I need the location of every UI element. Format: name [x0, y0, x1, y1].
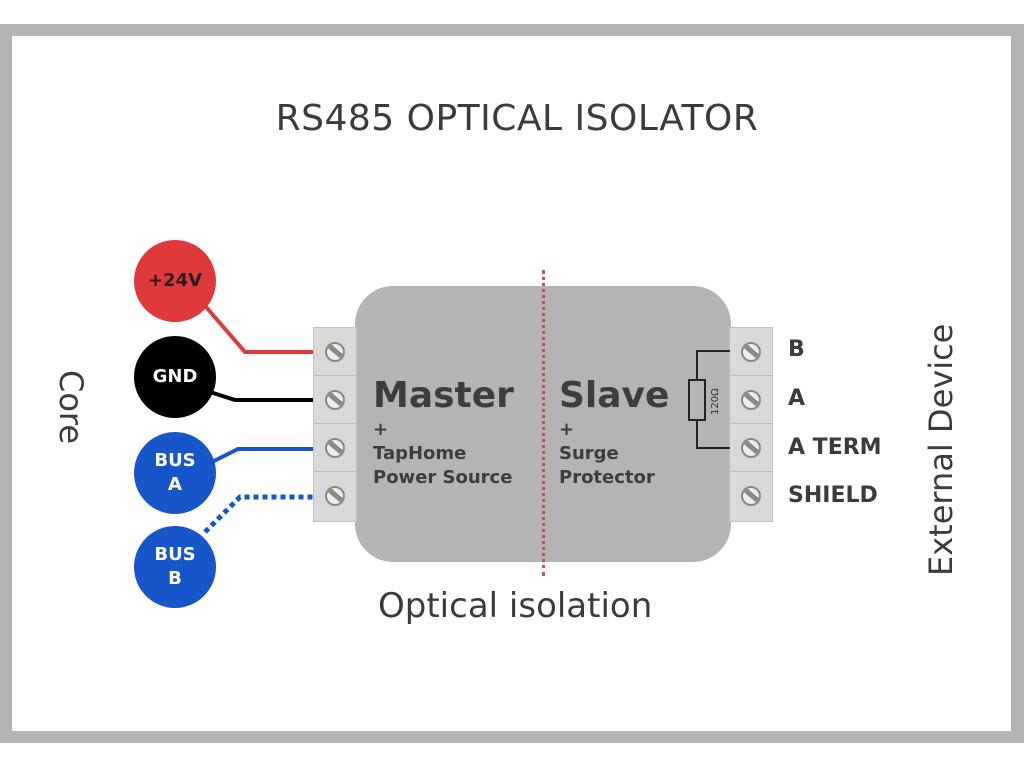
- slave-title: Slave: [559, 375, 670, 416]
- master-title: Master: [373, 375, 514, 416]
- optical-isolation-label: Optical isolation: [378, 586, 653, 626]
- ext-terminal-label: B: [788, 337, 805, 362]
- ext-terminal-label: A TERM: [788, 435, 882, 460]
- diagram-title: RS485 OPTICAL ISOLATOR: [275, 98, 759, 139]
- screw-icon: [325, 438, 345, 458]
- slave-desc: + Surge Protector: [559, 419, 655, 488]
- terminal[interactable]: [730, 376, 772, 424]
- screw-icon: [741, 486, 761, 506]
- external-device-label: External Device: [922, 323, 960, 576]
- terminal[interactable]: [314, 424, 356, 472]
- screw-icon: [741, 438, 761, 458]
- terminal-24v: +24V: [134, 240, 216, 322]
- wire-bus-a: [211, 447, 316, 464]
- terminal[interactable]: [730, 328, 772, 376]
- isolation-divider: [542, 270, 545, 576]
- terminal[interactable]: [730, 424, 772, 472]
- screw-icon: [741, 342, 761, 362]
- screw-icon: [325, 390, 345, 410]
- slave-terminal-strip: [729, 327, 773, 522]
- resistor-value: 120Ω: [710, 388, 721, 415]
- screw-icon: [325, 486, 345, 506]
- terminal[interactable]: [314, 328, 356, 376]
- core-label: Core: [52, 370, 90, 445]
- terminal[interactable]: [314, 472, 356, 520]
- screw-icon: [741, 390, 761, 410]
- wire-24v: [198, 298, 316, 354]
- wire-bus-b: [203, 494, 316, 534]
- ext-terminal-label: A: [788, 386, 806, 411]
- master-terminal-strip: [313, 327, 357, 522]
- terminal[interactable]: [730, 472, 772, 520]
- ext-terminal-label: SHIELD: [788, 483, 878, 508]
- terminal-gnd: GND: [134, 336, 216, 418]
- screw-icon: [325, 342, 345, 362]
- terminal[interactable]: [314, 376, 356, 424]
- wire-gnd: [209, 390, 316, 402]
- master-desc: + TapHome Power Source: [373, 419, 513, 488]
